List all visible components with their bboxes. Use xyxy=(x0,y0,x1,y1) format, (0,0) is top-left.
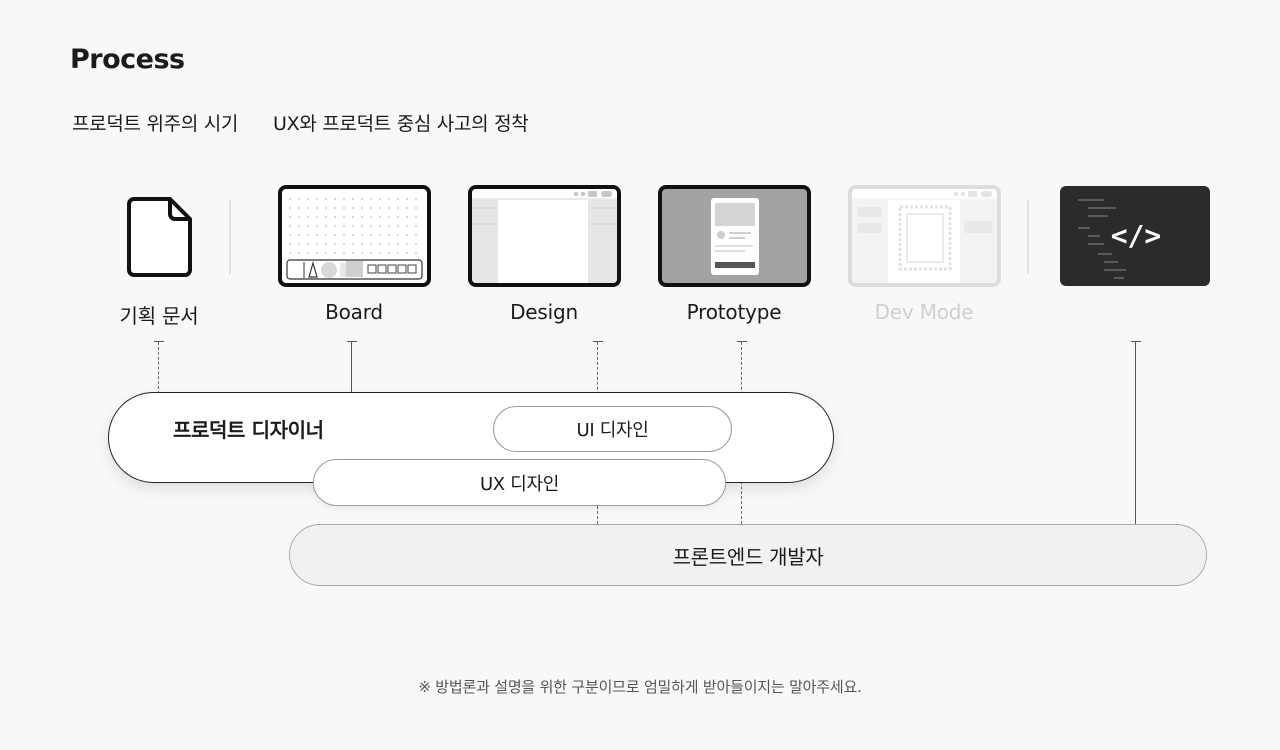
connector-tick xyxy=(154,341,164,342)
tool-label-planning: 기획 문서 xyxy=(119,304,199,328)
tool-label-board: Board xyxy=(325,300,383,324)
tool-label-design: Design xyxy=(510,300,578,324)
role-ux-design-label: UX 디자인 xyxy=(479,473,560,495)
tool-label-dev-mode: Dev Mode xyxy=(874,300,974,324)
role-ui-design-label: UI 디자인 xyxy=(576,420,649,441)
connector-tick xyxy=(593,341,603,342)
connector-tick xyxy=(737,341,747,342)
connector-tick xyxy=(1131,341,1141,342)
design-frame-icon xyxy=(468,185,621,287)
code-icon: </> xyxy=(1060,186,1210,286)
role-frontend-developer-label: 프론트엔드 개발자 xyxy=(672,544,824,569)
role-ux-design: UX 디자인 xyxy=(313,459,726,506)
tool-label-prototype: Prototype xyxy=(686,300,782,324)
role-ui-design: UI 디자인 xyxy=(493,406,732,452)
connector-tick xyxy=(347,341,357,342)
board-frame-icon xyxy=(278,185,431,287)
separator xyxy=(1027,200,1029,274)
code-glyph: </> xyxy=(1111,219,1162,252)
page-title: Process xyxy=(70,44,185,75)
prototype-frame-icon xyxy=(658,185,811,287)
dev-mode-frame-icon xyxy=(848,185,1001,287)
connector-code xyxy=(1135,342,1136,524)
role-frontend-developer: 프론트엔드 개발자 xyxy=(289,524,1207,586)
connector-board xyxy=(351,342,352,394)
footnote: ※ 방법론과 설명을 위한 구분이므로 엄밀하게 받아들이지는 말아주세요. xyxy=(418,678,862,696)
document-icon xyxy=(127,197,192,277)
separator xyxy=(229,200,231,274)
era-label-ux: UX와 프로덕트 중심 사고의 정착 xyxy=(273,113,529,135)
connector-planning xyxy=(158,342,159,394)
role-product-designer-label: 프로덕트 디자이너 xyxy=(173,418,324,442)
era-label-product: 프로덕트 위주의 시기 xyxy=(72,113,239,135)
